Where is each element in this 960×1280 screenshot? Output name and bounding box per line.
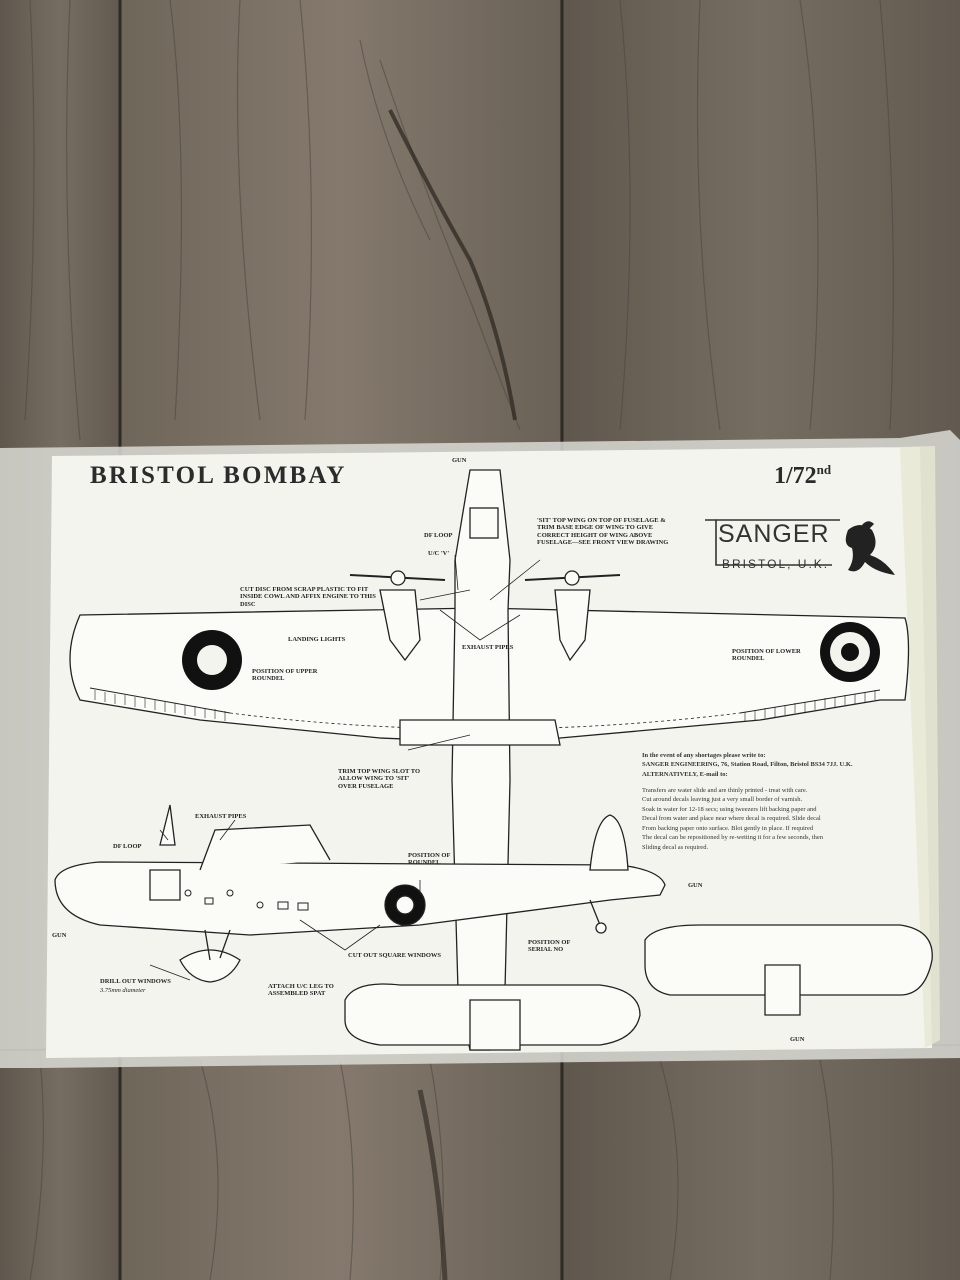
label-upper-roundel: POSITION OF UPPER ROUNDEL <box>252 668 318 683</box>
label-landing-lights: LANDING LIGHTS <box>288 636 346 643</box>
label-lower-roundel: POSITION OF LOWER ROUNDEL <box>732 648 801 663</box>
scale-label: 1/72nd <box>774 462 831 490</box>
decal-line: Sliding decal as required. <box>642 843 709 851</box>
scale-value: 1/72 <box>774 463 817 489</box>
label-attach-uc: ATTACH U/C LEG TO ASSEMBLED SPAT <box>268 983 334 998</box>
brand-location: BRISTOL, U.K. <box>722 557 830 571</box>
label-serial: POSITION OF SERIAL No <box>528 939 571 954</box>
label-df-loop-top: DF LOOP <box>424 532 453 539</box>
decal-line: The decal can be repositioned by re-wett… <box>642 834 824 842</box>
decal-instructions: Transfers are water slide and are thinly… <box>642 786 912 852</box>
label-sit-wing: 'SIT' TOP WING ON TOP OF FUSELAGE & TRIM… <box>537 517 669 547</box>
label-trim-slot: TRIM TOP WING SLOT TO ALLOW WING TO 'SIT… <box>338 768 421 790</box>
shortage-notes: In the event of any shortages please wri… <box>642 751 912 779</box>
label-drill-windows: DRILL OUT WINDOWS <box>100 978 171 985</box>
label-exhaust-pipes-side: EXHAUST PIPES <box>195 813 247 820</box>
decal-line: Transfers are water slide and are thinly… <box>642 787 808 794</box>
decal-line: Soak in water for 12-18 secs; using twee… <box>642 805 817 813</box>
notes-address: SANGER ENGINEERING, 76, Station Road, Fi… <box>642 761 853 769</box>
decal-line: From backing paper onto surface. Blot ge… <box>642 824 814 832</box>
decal-line: Decal from water and place near where de… <box>642 815 821 823</box>
label-gun-side: GUN <box>52 932 67 939</box>
label-exhaust-pipes-top: EXHAUST PIPES <box>462 644 514 651</box>
label-roundel-side: POSITION OF ROUNDEL <box>408 852 451 867</box>
notes-heading: In the event of any shortages please wri… <box>642 752 766 759</box>
label-gun-front: GUN <box>688 882 703 889</box>
label-uc-v: U/C 'V' <box>428 550 450 557</box>
decal-line: Cut around decals leaving just a very sm… <box>642 796 803 804</box>
notes-alt: ALTERNATIVELY, E-mail to: <box>642 770 728 778</box>
label-gun-top: GUN <box>452 457 467 464</box>
label-cut-disc: CUT DISC FROM SCRAP PLASTIC TO FIT INSID… <box>240 586 376 608</box>
label-gun-bottom: GUN <box>790 1036 805 1043</box>
label-cut-square: CUT OUT SQUARE WINDOWS <box>348 952 442 959</box>
label-drill-size: 3.75mm diameter <box>100 987 146 994</box>
scale-suffix: nd <box>816 462 832 477</box>
sheet-title: BRISTOL BOMBAY <box>90 462 347 489</box>
brand-name: SANGER <box>718 520 830 548</box>
label-df-loop-side: DF LOOP <box>113 843 142 850</box>
